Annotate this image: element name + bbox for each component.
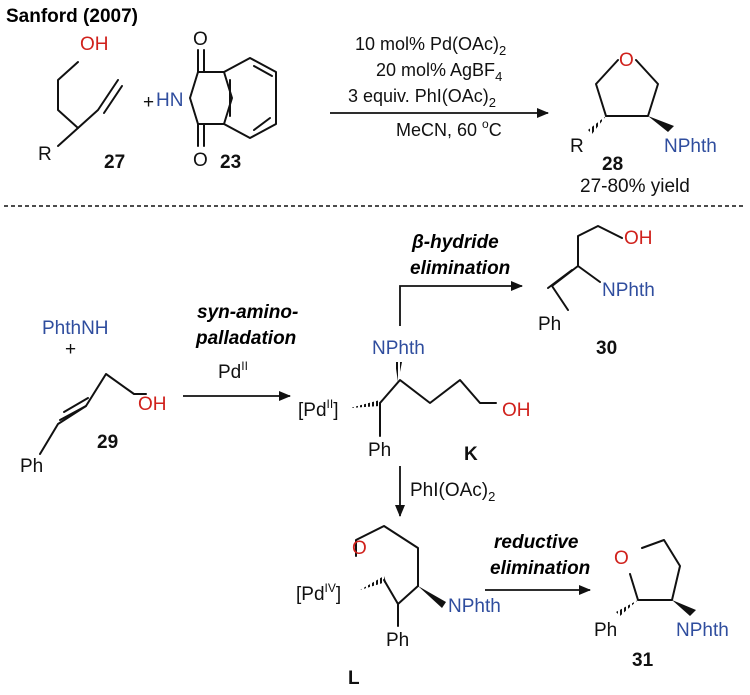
- svg-text:elimination: elimination: [410, 258, 510, 279]
- svg-text:reductive: reductive: [494, 532, 579, 553]
- phenyl-label: Ph: [538, 314, 561, 335]
- ring-oxygen: O: [352, 538, 367, 559]
- svg-text:[PdIV]: [PdIV]: [296, 581, 341, 605]
- hydroxyl-label: OH: [502, 400, 531, 421]
- compound-number-31: 31: [632, 650, 654, 671]
- svg-text:palladation: palladation: [195, 328, 296, 349]
- phenyl-label: Ph: [20, 456, 43, 477]
- yield-label: 27-80% yield: [580, 176, 690, 197]
- compound-30: OH NPhth Ph 30: [538, 225, 655, 359]
- phthnh-label: PhthNH: [42, 318, 109, 339]
- carbonyl-o-bottom: O: [193, 150, 208, 171]
- compound-31: O Ph NPhth 31: [594, 539, 729, 671]
- compound-29: PhthNH + OH Ph 29: [20, 318, 167, 477]
- phenyl-label: Ph: [386, 630, 409, 651]
- ring-oxygen: O: [619, 50, 634, 71]
- oxidant-label: PhI(OAc)2: [410, 480, 495, 504]
- carbonyl-o-top: O: [193, 29, 208, 50]
- svg-text:syn-amino-: syn-amino-: [197, 302, 298, 323]
- scheme-title: Sanford (2007): [6, 6, 138, 27]
- ring-oxygen: O: [614, 548, 629, 569]
- nphth-label: NPhth: [664, 136, 717, 157]
- hydroxyl-label: OH: [624, 228, 653, 249]
- svg-text:20 mol% AgBF4: 20 mol% AgBF4: [376, 60, 502, 84]
- svg-text:[PdII]: [PdII]: [298, 397, 338, 421]
- compound-23-phthalimide: O HN O 23: [156, 29, 277, 173]
- intermediate-label-K: K: [464, 444, 478, 465]
- svg-text:10 mol% Pd(OAc)2: 10 mol% Pd(OAc)2: [355, 34, 506, 58]
- intermediate-K: [PdII] NPhth OH Ph K: [298, 338, 531, 465]
- svg-text:PdII: PdII: [218, 359, 248, 383]
- nphth-label: NPhth: [372, 338, 425, 359]
- compound-27: OH R 27: [38, 34, 125, 173]
- compound-number-29: 29: [97, 432, 118, 453]
- r-group-label: R: [570, 136, 584, 157]
- compound-28: O R NPhth 28 27-80% yield: [570, 50, 717, 197]
- compound-number-23: 23: [220, 152, 241, 173]
- compound-number-30: 30: [596, 338, 617, 359]
- nphth-label: NPhth: [448, 596, 501, 617]
- branch-arrow: [399, 281, 523, 326]
- svg-text:elimination: elimination: [490, 558, 590, 579]
- phenyl-label: Ph: [368, 440, 391, 461]
- phenyl-label: Ph: [594, 620, 617, 641]
- compound-number-28: 28: [602, 154, 623, 175]
- svg-text:MeCN, 60 oC: MeCN, 60 oC: [396, 117, 502, 140]
- nphth-label: NPhth: [676, 620, 729, 641]
- imide-nh-label: HN: [156, 90, 183, 111]
- step-reductive-elimination: reductive elimination: [490, 532, 590, 579]
- intermediate-label-L: L: [348, 668, 360, 689]
- step-beta-hydride-elimination: β-hydride elimination: [410, 232, 510, 279]
- hydroxyl-label: OH: [138, 394, 167, 415]
- plus-sign-2: +: [65, 339, 76, 360]
- hydroxyl-label: OH: [80, 34, 109, 55]
- reaction-conditions: 10 mol% Pd(OAc)2 20 mol% AgBF4 3 equiv. …: [348, 34, 506, 140]
- svg-text:3 equiv. PhI(OAc)2: 3 equiv. PhI(OAc)2: [348, 86, 496, 110]
- step-aminopalladation: syn-amino- palladation PdII: [195, 302, 298, 383]
- compound-number-27: 27: [104, 152, 125, 173]
- r-group-label: R: [38, 144, 52, 165]
- nphth-label: NPhth: [602, 280, 655, 301]
- plus-sign: +: [143, 92, 154, 113]
- svg-text:β-hydride: β-hydride: [411, 232, 499, 253]
- intermediate-L: O [PdIV] NPhth Ph L: [296, 525, 501, 689]
